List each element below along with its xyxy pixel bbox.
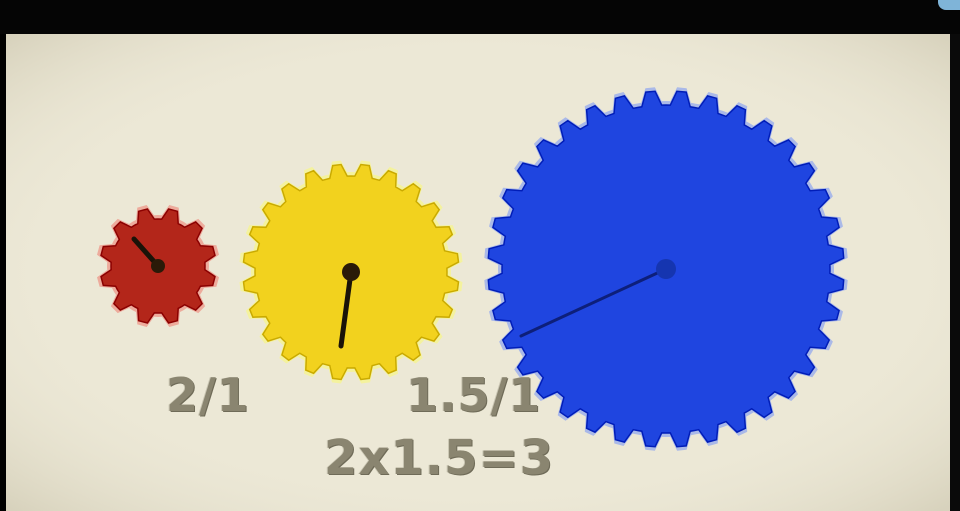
ratio-label-red-yellow: 2/1 bbox=[166, 368, 250, 422]
gear-ratio-equation: 2x1.5=3 bbox=[324, 430, 554, 486]
blue-gear-hub bbox=[656, 259, 676, 279]
corner-badge bbox=[938, 0, 960, 10]
ratio-label-yellow-blue: 1.5/1 bbox=[406, 368, 541, 422]
red-gear-hub bbox=[151, 259, 165, 273]
right-black-border bbox=[950, 34, 960, 511]
gear-board: 2/1 1.5/1 2x1.5=3 bbox=[6, 34, 950, 511]
yellow-gear bbox=[240, 161, 463, 384]
top-black-border bbox=[0, 0, 960, 34]
yellow-gear-hub bbox=[342, 263, 360, 281]
red-gear bbox=[97, 205, 219, 327]
